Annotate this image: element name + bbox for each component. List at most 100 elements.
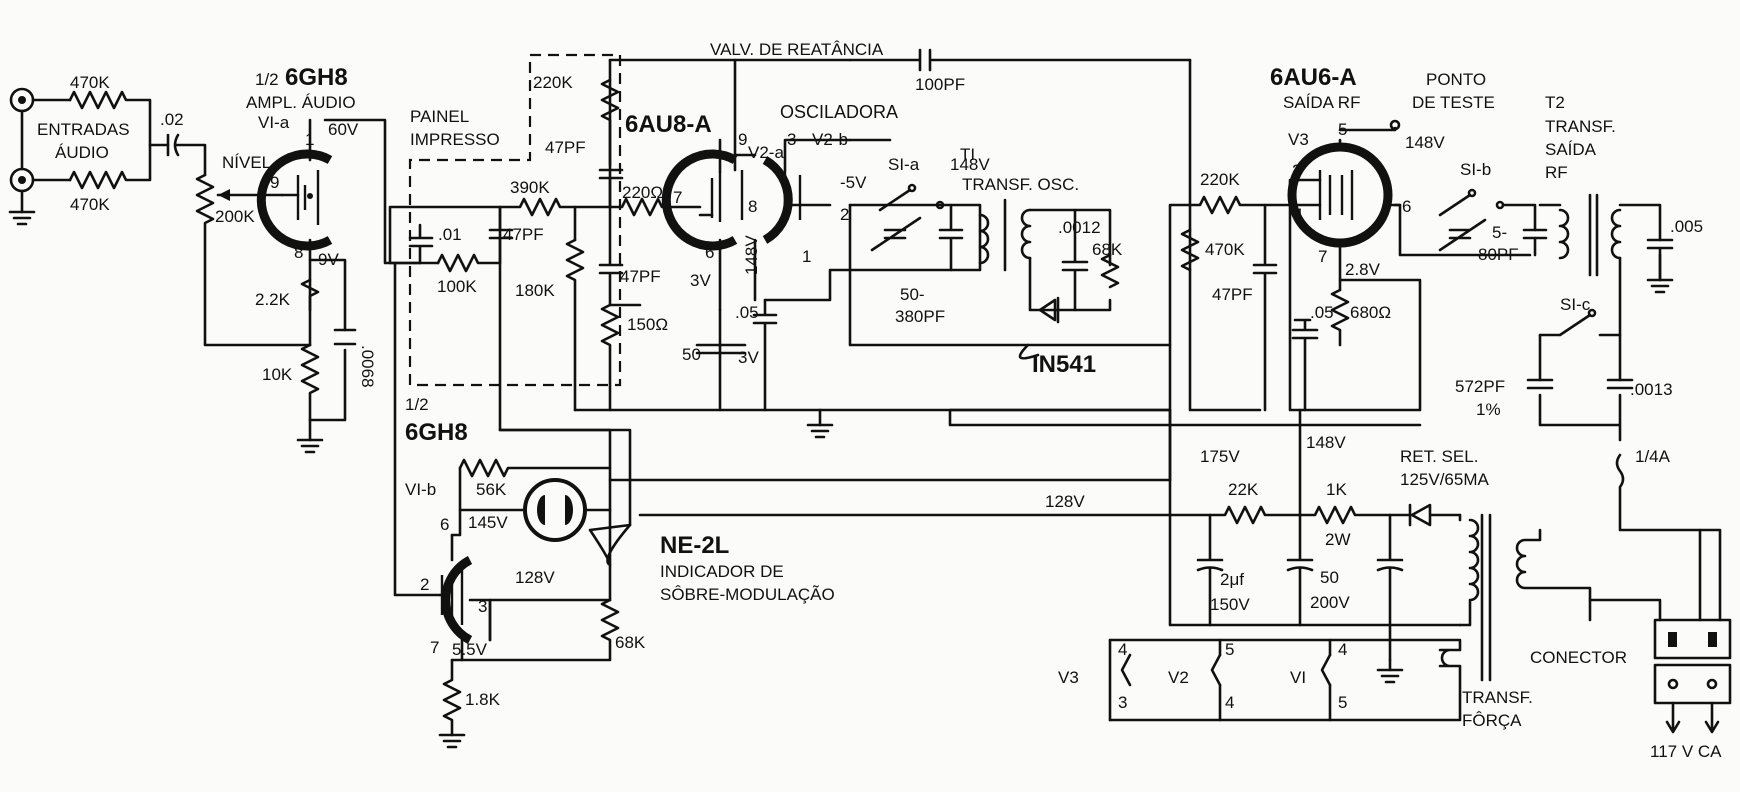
label-r-220k-a: 220K — [533, 73, 573, 92]
label-v1b-p2: 2 — [420, 575, 429, 594]
label-v-148-vertical: 148V — [742, 235, 761, 275]
resistor-390k — [498, 197, 612, 217]
label-c-005: .005 — [1670, 217, 1703, 236]
label-r-220k-b: 220K — [1200, 170, 1240, 189]
label-c-2uf-2: 150V — [1210, 595, 1250, 614]
capacitor-5-80 — [1438, 218, 1487, 252]
label-v1b-p3: 3 — [478, 597, 487, 616]
capacitor-47pf-a — [598, 168, 624, 209]
capacitor-100pf — [848, 48, 1192, 72]
resistor-180k — [565, 238, 585, 412]
label-r-1-8k: 1.8K — [465, 690, 501, 709]
resistor-220k-a — [600, 78, 620, 167]
label-c-0012: .0012 — [1058, 218, 1101, 237]
capacitor-05a — [752, 298, 778, 412]
bus-wire — [818, 343, 1422, 427]
label-v2-p7: 7 — [673, 188, 682, 207]
label-mains: 117 V CA — [1650, 742, 1722, 761]
label-v1a-p8: 8 — [294, 243, 303, 262]
tube-v1a: 1/2 6GH8 AMPL. ÁUDIO VI-a 1 60V 9 8 9V 2… — [246, 64, 422, 454]
label-h-v2: V2 — [1168, 668, 1189, 687]
label-r-56k: 56K — [476, 480, 507, 499]
capacitor-572pf — [1526, 378, 1554, 390]
fuse — [1615, 453, 1702, 622]
t2-secondary-coil — [1610, 208, 1622, 260]
rf-output-section: 6AU6-A SAÍDA RF V3 PONTO DE TESTE 148V 5… — [1180, 58, 1703, 622]
label-c-100pf: 100PF — [915, 75, 965, 94]
capacitor-50-200-b — [1376, 513, 1404, 662]
label-c-05a: .05 — [735, 303, 759, 322]
ground-symbol — [806, 423, 834, 439]
label-c-5-80-1: 5- — [1492, 223, 1507, 242]
label-v-2-8: 2.8V — [1345, 260, 1381, 279]
test-point[interactable] — [1389, 119, 1401, 131]
label-r-in-top: 470K — [70, 73, 110, 92]
power-transformer-primary — [1458, 513, 1480, 627]
resistor-470k — [1180, 228, 1200, 272]
label-v1b-tube: 6GH8 — [405, 419, 468, 446]
label-rect-2: 125V/65MA — [1400, 470, 1489, 489]
label-c-47pf-c: 47PF — [620, 267, 661, 286]
tube-v1b — [438, 533, 492, 662]
resistor-1k — [1298, 505, 1392, 525]
label-v-148-a: 148V — [950, 155, 990, 174]
label-r-2-2k: 2.2K — [255, 290, 291, 309]
capacitor-05b — [1291, 318, 1319, 412]
label-c-50: 50 — [682, 345, 701, 364]
capacitor-01 — [408, 223, 434, 265]
capacitor-t2 — [1522, 228, 1548, 240]
capacitor-50 — [695, 343, 747, 355]
neon-lamp-ne2l — [523, 478, 587, 542]
label-c-47pf-b: 47PF — [503, 225, 544, 244]
label-r-150: 150Ω — [627, 315, 668, 334]
label-r-10k: 10K — [262, 365, 293, 384]
label-t2-3: RF — [1545, 163, 1568, 182]
capacitor-2uf — [1196, 513, 1224, 627]
label-r-68k-a: 68K — [1092, 240, 1123, 259]
label-v-148-b: 148V — [1405, 133, 1445, 152]
mains-connector[interactable]: CONECTOR 117 V CA — [1530, 528, 1732, 761]
label-h-v1-4: 4 — [1338, 640, 1347, 659]
diode-in541 — [1038, 296, 1060, 324]
capacitor-0013 — [1606, 378, 1634, 390]
label-c-50-200-1: 50 — [1320, 568, 1339, 587]
label-t2-1: TRANSF. — [1545, 117, 1616, 136]
tube-v2 — [661, 58, 852, 312]
label-c-50-380-2: 380PF — [895, 307, 945, 326]
capacitor-47pf-c — [598, 205, 624, 307]
label-r-in-bottom: 470K — [70, 195, 110, 214]
label-h-v3-3: 3 — [1118, 693, 1127, 712]
label-s1c: SI-c — [1560, 295, 1591, 314]
label-h-v1: VI — [1290, 668, 1306, 687]
label-r-22k: 22K — [1228, 480, 1259, 499]
label-valv-react: VALV. DE REATÂNCIA — [710, 40, 884, 59]
input-jack-top[interactable] — [9, 87, 35, 113]
label-r-1k: 1K — [1326, 480, 1347, 499]
input-jack-bottom[interactable] — [9, 167, 35, 193]
label-v-175: 175V — [1200, 447, 1240, 466]
label-v3-p6: 6 — [1402, 197, 1411, 216]
label-c-47pf-d: 47PF — [1212, 285, 1253, 304]
ground-symbol — [296, 438, 324, 454]
modulation-indicator-section: 1/2 6GH8 VI-b 56K 6 145V 2 3 128V 7 5.5V… — [393, 261, 1212, 749]
label-r-390k: 390K — [510, 178, 550, 197]
label-v2-tube: 6AU8-A — [625, 111, 712, 138]
label-v-5-5: 5.5V — [452, 640, 488, 659]
label-t1: TI — [960, 145, 975, 164]
label-r-680: 680Ω — [1350, 303, 1391, 322]
label-c-0068: .0068 — [358, 345, 377, 388]
label-r-100k: 100K — [437, 277, 477, 296]
label-r-68k-b: 68K — [615, 633, 646, 652]
label-h-v2-5: 5 — [1225, 640, 1234, 659]
label-osc: OSCILADORA — [780, 102, 898, 122]
label-h-v2-4: 4 — [1225, 693, 1234, 712]
label-c-3v: 3V — [738, 348, 759, 367]
label-v-minus5: -5V — [840, 173, 867, 192]
label-r-470k: 470K — [1205, 240, 1245, 259]
label-c-572-1: 572PF — [1455, 377, 1505, 396]
label-v2-p6: 6 — [705, 243, 714, 262]
label-pt-1: TRANSF. — [1462, 688, 1533, 707]
label-v2-p9: 9 — [738, 130, 747, 149]
power-transformer-secondary — [1515, 528, 1592, 622]
label-v-128-a: 128V — [515, 568, 555, 587]
